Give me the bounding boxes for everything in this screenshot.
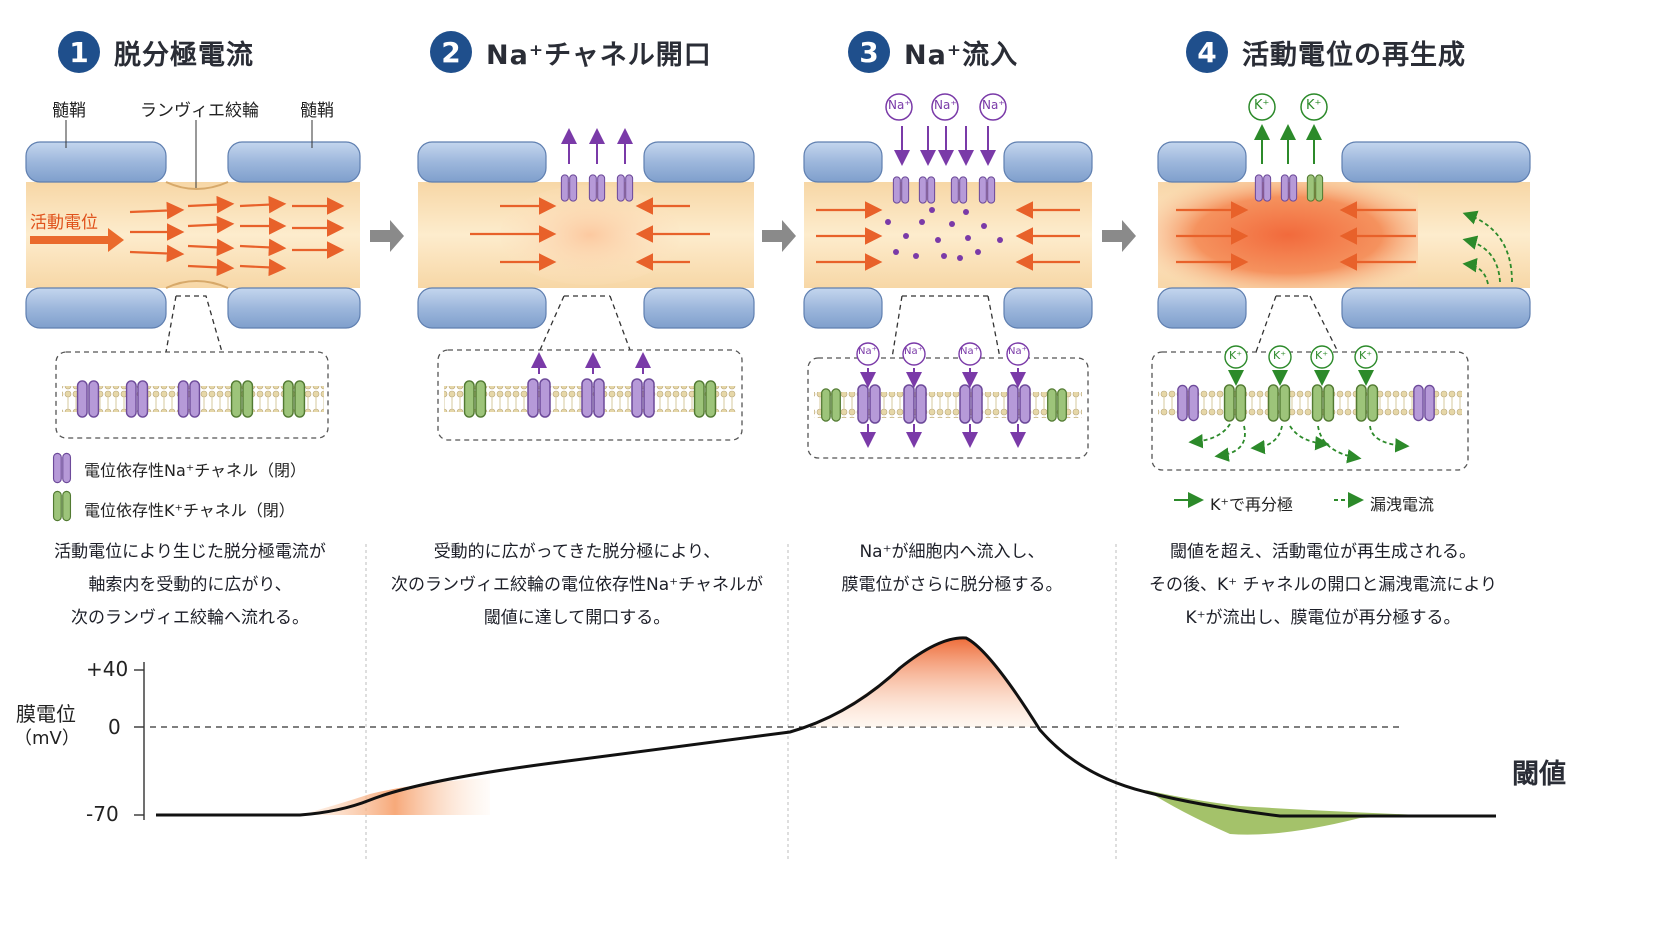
description-line: 軸索内を受動的に広がり、 (88, 575, 292, 595)
panel-4-axon (1151, 93, 1531, 508)
threshold-label: 閾値 (1512, 759, 1566, 790)
panel-3-axon (803, 93, 1093, 459)
myelin-label-right: 髄鞘 (300, 101, 334, 121)
step-4-badge: 4 (1186, 31, 1228, 73)
description-line: Na⁺が細胞内へ流入し、 (859, 542, 1045, 562)
description-line: その後、K⁺ チャネルの開口と漏洩電流により (1148, 575, 1497, 595)
description-step-1: 活動電位により生じた脱分極電流が 軸索内を受動的に広がり、 次のランヴィエ絞輪へ… (20, 536, 360, 635)
step-2-badge: 2 (430, 31, 472, 73)
step-1-title: 1 脱分極電流 (58, 28, 254, 76)
description-line: 活動電位により生じた脱分極電流が (54, 542, 326, 562)
k-ion-label: K⁺ (1229, 349, 1243, 362)
na-ion-label: Na⁺ (960, 346, 979, 357)
na-ion-label: Na⁺ (888, 98, 911, 112)
legend-k-repolarize: K⁺で再分極 (1210, 495, 1293, 514)
na-ion-label: Na⁺ (1008, 346, 1027, 357)
description-line: 膜電位がさらに脱分極する。 (841, 575, 1063, 595)
description-step-2: 受動的に広がってきた脱分極により、 次のランヴィエ絞輪の電位依存性Na⁺チャネル… (376, 536, 778, 635)
k-ion-label: K⁺ (1315, 349, 1329, 362)
description-step-4: 閾値を超え、活動電位が再生成される。 その後、K⁺ チャネルの開口と漏洩電流によ… (1124, 536, 1522, 635)
y-tick-plus40: +40 (86, 657, 129, 681)
k-ion-label: K⁺ (1273, 349, 1287, 362)
k-ion-label: K⁺ (1306, 98, 1322, 113)
graph-y-label: 膜電位 (16, 702, 76, 726)
step-3-badge: 3 (848, 31, 890, 73)
step-3-title-text: Na⁺流入 (904, 39, 1019, 71)
node-of-ranvier-label: ランヴィエ絞輪 (140, 101, 259, 121)
na-ion-label: Na⁺ (982, 98, 1005, 112)
description-step-3: Na⁺が細胞内へ流入し、 膜電位がさらに脱分極する。 (796, 536, 1108, 602)
description-line: 閾値に達して開口する。 (483, 608, 671, 628)
step-4-title-text: 活動電位の再生成 (1242, 39, 1466, 71)
description-line: 閾値を超え、活動電位が再生成される。 (1170, 542, 1476, 562)
step-2-title-text: Na⁺チャネル開口 (486, 39, 712, 71)
legend-k-channel: 電位依存性K⁺チャネル（閉） (84, 501, 295, 520)
y-tick-minus70: -70 (86, 802, 119, 826)
membrane-potential-graph (134, 636, 1496, 835)
panel-transition-arrows (370, 220, 1136, 252)
myelin-label-left: 髄鞘 (52, 101, 86, 121)
k-ion-label: K⁺ (1254, 98, 1270, 113)
panel-1-axon (25, 120, 361, 522)
action-potential-label: 活動電位 (30, 213, 98, 233)
y-tick-0: 0 (108, 715, 121, 739)
na-ion-label: Na⁺ (904, 346, 923, 357)
step-3-title: 3 Na⁺流入 (848, 28, 1018, 76)
graph-y-unit: （mV） (14, 728, 80, 749)
step-2-title: 2 Na⁺チャネル開口 (430, 28, 712, 76)
na-ion-label: Na⁺ (934, 98, 957, 112)
panel-2-axon (417, 128, 755, 441)
step-4-title: 4 活動電位の再生成 (1186, 28, 1466, 76)
legend-leak-current: 漏洩電流 (1370, 495, 1435, 514)
na-ion-label: Na⁺ (858, 346, 877, 357)
description-line: 次のランヴィエ絞輪へ流れる。 (71, 608, 309, 628)
legend-na-channel: 電位依存性Na⁺チャネル（閉） (84, 461, 307, 480)
description-line: 受動的に広がってきた脱分極により、 (433, 542, 721, 562)
step-1-title-text: 脱分極電流 (114, 39, 254, 71)
step-1-badge: 1 (58, 31, 100, 73)
description-line: K⁺が流出し、膜電位が再分極する。 (1185, 608, 1461, 628)
k-ion-label: K⁺ (1359, 349, 1373, 362)
description-line: 次のランヴィエ絞輪の電位依存性Na⁺チャネルが (391, 575, 763, 595)
